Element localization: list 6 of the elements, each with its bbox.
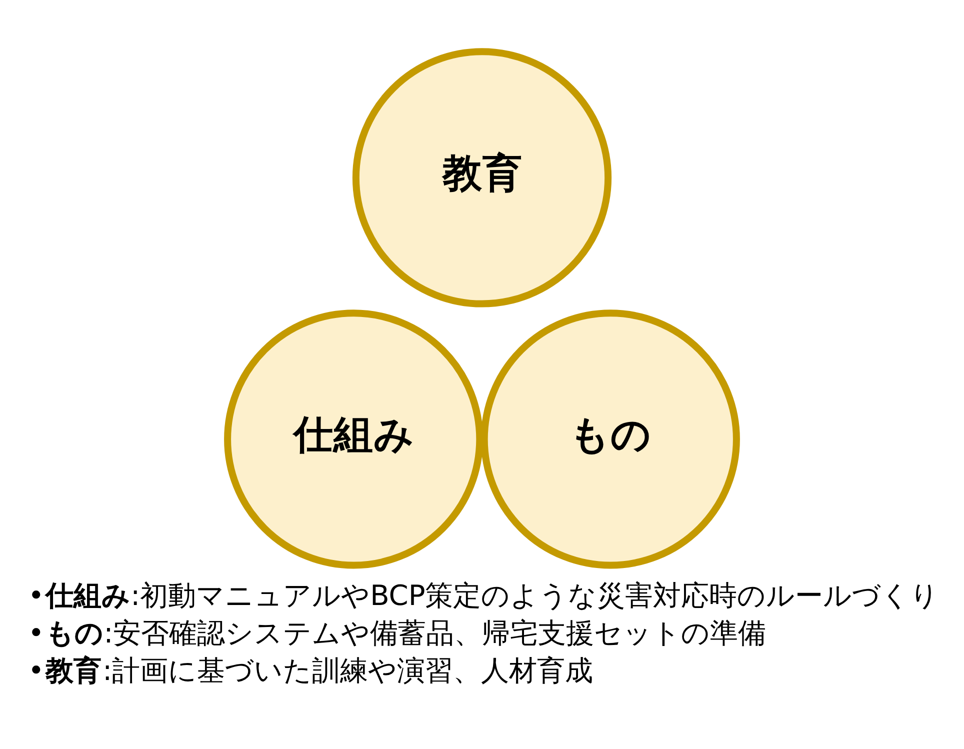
label: •教育:計画に基づいた訓練や演習、人材育成 [28,653,594,686]
node-circle: 仕組み [224,309,484,568]
node-circle: 教育 [352,48,612,307]
label: •もの:安否確認システムや備蓄品、帰宅支援セットの準備 [28,616,766,650]
node-circle: もの [480,309,740,568]
label: •仕組み:初動マニュアルやBCP策定のような災害対応時のルールづくり [28,578,940,612]
